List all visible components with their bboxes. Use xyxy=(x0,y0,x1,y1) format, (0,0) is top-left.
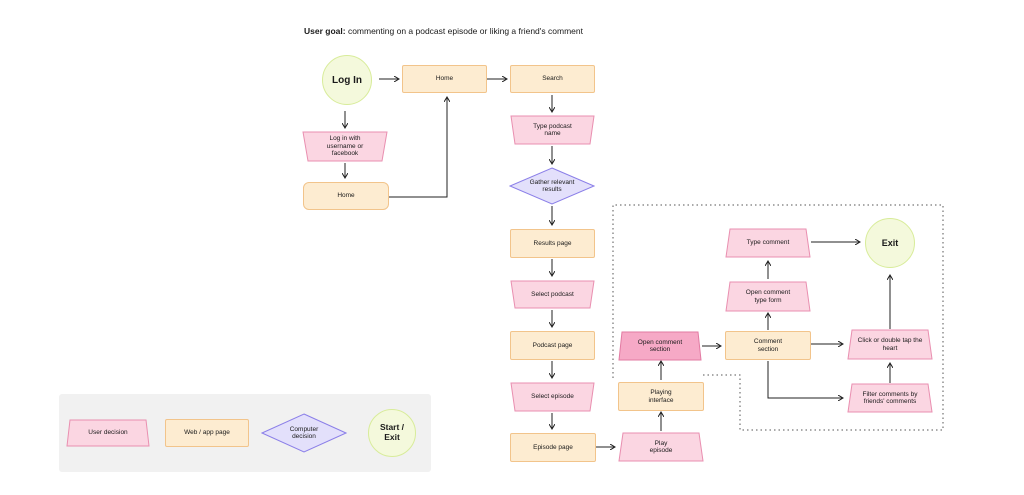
title-prefix: User goal: xyxy=(304,26,346,36)
home-page-2: Home xyxy=(303,182,389,210)
results-page: Results page xyxy=(510,229,595,258)
podcast-page-label: Podcast page xyxy=(532,341,573,349)
edge-comment-filter xyxy=(767,361,843,398)
legend-user-decision-label: User decision xyxy=(88,429,128,437)
podcast-page: Podcast page xyxy=(510,331,595,360)
playing-interface: Playing interface xyxy=(618,382,704,411)
legend-computer-decision: Computer decision xyxy=(261,413,347,453)
legend-start-exit-label: Start / Exit xyxy=(379,422,405,442)
legend-user-decision: User decision xyxy=(66,419,150,447)
decision-select-podcast-label: Select podcast xyxy=(531,290,574,298)
edge-home2-home1 xyxy=(389,97,447,198)
decision-select-episode-label: Select episode xyxy=(531,393,574,401)
comment-section: Comment section xyxy=(725,331,811,360)
legend-start-exit: Start / Exit xyxy=(368,409,416,457)
comment-section-label: Comment section xyxy=(753,338,783,353)
decision-click-heart-label: Click or double tap the heart xyxy=(857,337,923,352)
decision-login-with-label: Log in with username or facebook xyxy=(326,135,364,158)
start-login: Log In xyxy=(322,55,372,105)
decision-open-comment-section-label: Open comment section xyxy=(637,338,683,353)
home-page-1: Home xyxy=(402,65,487,93)
legend: User decision Web / app page Computer de… xyxy=(59,394,431,472)
title-text: commenting on a podcast episode or likin… xyxy=(345,26,583,36)
episode-page-label: Episode page xyxy=(533,443,573,451)
episode-page: Episode page xyxy=(510,433,596,462)
decision-open-comment-type-form: Open comment type form xyxy=(725,281,811,312)
diagram-title: User goal: commenting on a podcast episo… xyxy=(304,26,583,36)
decision-type-podcast-label: Type podcast name xyxy=(533,122,572,137)
decision-click-heart: Click or double tap the heart xyxy=(847,329,933,360)
decision-select-podcast: Select podcast xyxy=(510,280,595,309)
decision-login-with: Log in with username or facebook xyxy=(302,131,388,162)
legend-computer-decision-label: Computer decision xyxy=(289,425,319,440)
legend-web-app-page-label: Web / app page xyxy=(184,429,230,437)
decision-open-comment-section: Open comment section xyxy=(618,331,702,361)
decision-type-podcast: Type podcast name xyxy=(510,115,595,145)
start-login-label: Log In xyxy=(332,74,362,86)
legend-web-app-page: Web / app page xyxy=(165,419,249,447)
commenting-boundary xyxy=(612,204,944,431)
search-page-label: Search xyxy=(542,75,563,83)
results-page-label: Results page xyxy=(533,239,572,247)
computer-gather-results-label: Gather relevant results xyxy=(529,178,575,193)
decision-type-comment-label: Type comment xyxy=(746,239,790,247)
decision-play-episode: Play episode xyxy=(618,432,704,462)
exit-terminal: Exit xyxy=(865,218,915,268)
decision-filter-comments: Filter comments by friends' comments xyxy=(847,383,933,413)
home-page-2-label: Home xyxy=(337,192,355,200)
decision-play-episode-label: Play episode xyxy=(649,439,673,454)
decision-filter-comments-label: Filter comments by friends' comments xyxy=(862,390,918,405)
playing-interface-label: Playing interface xyxy=(648,389,674,404)
home-page-1-label: Home xyxy=(435,75,454,83)
decision-select-episode: Select episode xyxy=(510,382,595,412)
exit-terminal-label: Exit xyxy=(881,238,899,248)
decision-open-comment-type-form-label: Open comment type form xyxy=(745,289,791,304)
computer-gather-results: Gather relevant results xyxy=(509,167,595,205)
search-page: Search xyxy=(510,65,595,93)
decision-type-comment: Type comment xyxy=(725,228,811,258)
